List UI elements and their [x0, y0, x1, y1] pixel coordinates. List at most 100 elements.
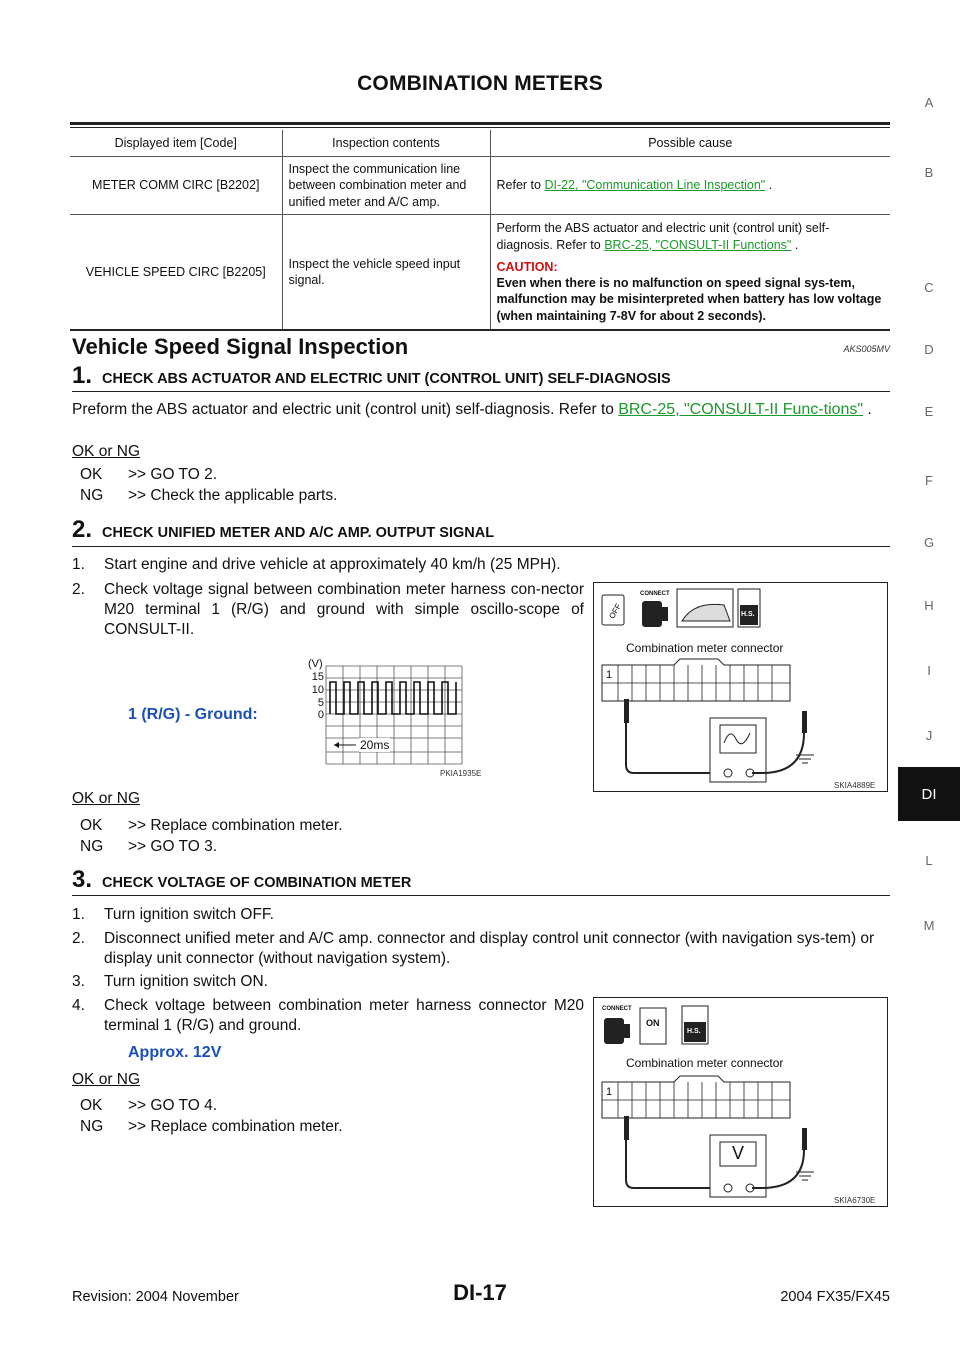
ok-label: OK: [80, 466, 103, 483]
table-row: VEHICLE SPEED CIRC [B2205] Inspect the v…: [70, 214, 890, 332]
table-cell-item: VEHICLE SPEED CIRC [B2205]: [70, 214, 282, 332]
table-cell-cause: Refer to DI-22, "Communication Line Insp…: [489, 156, 890, 215]
item-text: Check voltage signal between combination…: [104, 581, 584, 638]
connect-label: CONNECT: [640, 591, 670, 597]
result-text: >> GO TO 4.: [128, 1097, 218, 1114]
step-2-heading: 2. CHECK UNIFIED METER AND A/C AMP. OUTP…: [72, 516, 494, 544]
item-text: Turn ignition switch OFF.: [104, 906, 274, 923]
index-tab-g[interactable]: G: [923, 535, 935, 550]
step-1-heading: 1. CHECK ABS ACTUATOR AND ELECTRIC UNIT …: [72, 362, 671, 390]
list-item: 1.Turn ignition switch OFF.: [72, 905, 890, 925]
index-tab-di-active[interactable]: DI: [898, 767, 960, 821]
list-item: 4.Check voltage between combination mete…: [72, 997, 584, 1034]
diagnosis-table: Displayed item [Code] Inspection content…: [70, 130, 890, 332]
footer-model: 2004 FX35/FX45: [780, 1289, 890, 1305]
connector-label: Combination meter connector: [626, 1056, 784, 1070]
section-code: AKS005MV: [843, 344, 890, 354]
ok-label: OK: [80, 817, 103, 834]
connector-label: Combination meter connector: [626, 641, 784, 655]
step-rule: [72, 391, 890, 392]
hs-label: H.S.: [687, 1028, 701, 1035]
step-title: CHECK UNIFIED METER AND A/C AMP. OUTPUT …: [102, 525, 495, 541]
result-ok: OK >> GO TO 2.: [80, 464, 217, 485]
ng-label: NG: [80, 838, 104, 855]
step-title: CHECK ABS ACTUATOR AND ELECTRIC UNIT (CO…: [102, 371, 671, 387]
caution-heading: CAUTION:: [496, 259, 558, 274]
header-rule: [70, 122, 890, 125]
result-ng: NG>> Check the applicable parts.: [80, 485, 337, 506]
index-tab-b[interactable]: B: [924, 165, 934, 180]
body-suffix: .: [863, 401, 872, 418]
result-text: >> Replace combination meter.: [128, 817, 343, 834]
on-label: ON: [646, 1018, 660, 1028]
reference-link[interactable]: DI-22, "Communication Line Inspection": [544, 178, 766, 193]
cause-suffix: .: [765, 178, 773, 193]
voltmeter-label: V: [732, 1143, 745, 1163]
page-number: DI-17: [453, 1280, 507, 1305]
index-tab-i[interactable]: I: [927, 663, 931, 678]
figure-id: SKIA4889E: [834, 781, 876, 790]
scope-tick: 0: [317, 709, 324, 721]
table-cell-item: METER COMM CIRC [B2202]: [70, 156, 282, 215]
index-tab-f[interactable]: F: [925, 473, 933, 488]
item-text: Disconnect unified meter and A/C amp. co…: [104, 930, 875, 967]
item-text: Turn ignition switch ON.: [104, 973, 268, 990]
hs-label: H.S.: [741, 611, 755, 618]
list-item: 2.Disconnect unified meter and A/C amp. …: [72, 929, 890, 969]
step-1-body: Preform the ABS actuator and electric un…: [72, 400, 890, 420]
figure-id: SKIA6730E: [834, 1196, 876, 1205]
ng-label: NG: [80, 1118, 104, 1135]
figure-id: PKIA1935E: [440, 769, 482, 778]
footer-revision: Revision: 2004 November: [72, 1289, 239, 1305]
index-tab-d[interactable]: D: [924, 342, 934, 357]
reference-link[interactable]: BRC-25, "CONSULT-II Func-tions": [618, 401, 864, 418]
result-ng: NG >> Replace combination meter.: [80, 1116, 343, 1137]
result-text: >> Replace combination meter.: [128, 1118, 343, 1135]
cause-suffix: .: [791, 237, 799, 252]
result-ok: OK >> Replace combination meter.: [80, 815, 343, 836]
waveform: [329, 681, 457, 715]
table-cell-contents: Inspect the communication line between c…: [281, 156, 490, 215]
spec-label: 1 (R/G) - Ground:: [128, 706, 258, 723]
connector-diagram-art: OFF: [601, 588, 814, 783]
section-title: Vehicle Speed Signal Inspection: [72, 334, 409, 359]
result-ok: OK>> GO TO 4.: [80, 1095, 217, 1116]
step-rule: [72, 895, 890, 896]
connector-diagram-art: [601, 1005, 814, 1198]
index-tab-m[interactable]: M: [923, 918, 935, 933]
step-3-heading: 3. CHECK VOLTAGE OF COMBINATION METER: [72, 866, 411, 894]
step-number: 1.: [72, 362, 93, 389]
scope-time: 20ms: [359, 738, 391, 752]
list-item: 1.Start engine and drive vehicle at appr…: [72, 555, 890, 575]
table-cell-cause: Perform the ABS actuator and electric un…: [489, 214, 890, 332]
table-header: Inspection contents: [281, 130, 490, 157]
index-tab-j[interactable]: J: [925, 728, 933, 743]
scope-tick: 5: [317, 697, 324, 709]
pin-label: 1: [606, 669, 613, 681]
index-tab-a[interactable]: A: [924, 95, 934, 110]
index-tab-e[interactable]: E: [924, 404, 934, 419]
reference-link[interactable]: BRC-25, "CONSULT-II Functions": [604, 237, 792, 252]
ok-or-ng: OK or NG: [72, 1071, 141, 1088]
body-text: Preform the ABS actuator and electric un…: [72, 401, 619, 418]
result-text: >> GO TO 2.: [128, 466, 218, 483]
step-rule: [72, 546, 890, 547]
index-tab-l[interactable]: L: [925, 853, 933, 868]
result-text: >> GO TO 3.: [128, 838, 218, 855]
connector-diagram-1: OFF CONNECT H.S. Comb: [593, 582, 888, 792]
scope-unit: (V): [308, 658, 323, 670]
table-header: Possible cause: [489, 130, 890, 157]
list-item: 3.Turn ignition switch ON.: [72, 972, 890, 992]
index-tab-c[interactable]: C: [924, 280, 934, 295]
scope-tick: 15: [311, 671, 324, 683]
header-rule-thin: [70, 127, 890, 128]
page-title: COMBINATION METERS: [357, 72, 603, 95]
list-item: 2.Check voltage signal between combinati…: [72, 581, 584, 638]
result-text: >> Check the applicable parts.: [128, 487, 338, 504]
oscilloscope-figure: (V) 15 10 5 0 20ms PKIA1935E: [300, 656, 490, 782]
index-tab-h[interactable]: H: [924, 598, 934, 613]
pin-label: 1: [606, 1086, 613, 1098]
oscilloscope-grid: [325, 665, 463, 765]
caution-text: Even when there is no malfunction on spe…: [496, 276, 882, 323]
table-row: METER COMM CIRC [B2202] Inspect the comm…: [70, 156, 890, 215]
